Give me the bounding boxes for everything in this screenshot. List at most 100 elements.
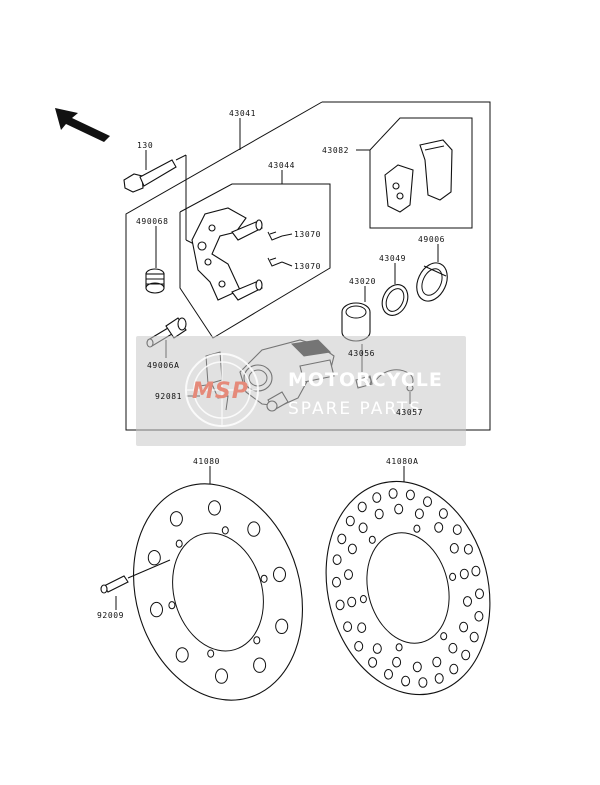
disc-drill-hole [459,621,469,633]
disc-drill-hole [452,524,462,536]
label-43044: 43044 [268,161,295,170]
caliper-bracket-box [179,170,331,339]
disc-bolt-hole [440,632,448,641]
disc-drill-hole [459,568,469,580]
disc-drill-hole [461,649,471,661]
watermark-logo [185,353,259,427]
disc-drill-hole [471,565,481,577]
disc-slot [169,511,183,527]
label-49006A: 49006A [147,361,180,370]
disc-drill-hole [434,673,444,684]
label-13070-lower: 13070 [294,262,321,271]
label-92009: 92009 [97,611,124,620]
watermark-brand-right: SPARE PARTS [288,399,422,419]
disc-drill-hole [343,621,353,633]
disc-drill-hole [357,501,367,513]
disc-slot [175,647,189,663]
disc-slot [275,618,289,634]
disc-bolt-hole [207,649,215,658]
label-41080A: 41080A [386,457,419,466]
disc-drill-hole [434,522,444,533]
disc-drill-hole [374,508,384,520]
disc-slot [147,550,161,566]
disc-drill-hole [469,631,479,643]
disc-bolt-hole [449,572,457,582]
disc-drill-hole [418,677,428,688]
label-43049: 43049 [379,254,406,263]
disc-slot [253,657,267,673]
disc-drill-hole [392,656,402,668]
bolt-130 [123,150,197,246]
disc-bolt-hole [253,636,261,645]
disc-bolt-hole [395,643,403,652]
screw-92009 [100,559,171,610]
disc-drill-hole [448,642,458,654]
caliper-bracket [191,207,293,301]
label-490068: 490068 [136,217,169,226]
disc-drill-hole [438,508,448,519]
label-41080: 41080 [193,457,220,466]
disc-drill-hole [463,596,472,607]
piston-43020 [341,286,371,342]
disc-slot [247,521,261,537]
watermark-logo-text: MSP [192,379,249,404]
disc-drill-hole [401,675,411,687]
brake-disc-41080 [132,466,304,701]
disc-drill-hole [414,508,424,520]
disc-drill-hole [412,661,422,673]
disc-drill-hole [432,656,442,668]
seal-43049 [381,263,409,316]
disc-drill-hole [332,554,342,566]
disc-slot [150,601,163,618]
disc-slot [215,668,228,684]
disc-drill-hole [344,569,353,580]
disc-drill-hole [394,503,404,515]
label-43057: 43057 [396,408,423,417]
label-43041: 43041 [229,109,256,118]
disc-bolt-hole [260,574,268,583]
front-direction-arrow-icon [55,108,110,142]
disc-drill-hole [463,544,473,555]
disc-drill-hole [347,543,357,555]
disc-drill-hole [474,611,484,622]
label-43082: 43082 [322,146,349,155]
disc-drill-hole [335,599,345,611]
disc-drill-hole [368,657,378,668]
disc-drill-hole [347,596,357,608]
label-92081: 92081 [155,392,182,401]
brake-pad-box [356,117,473,229]
brake-disc-41080A [325,466,491,696]
disc-drill-hole [423,496,432,508]
disc-drill-hole [337,533,347,545]
disc-drill-hole [372,492,382,503]
disc-drill-hole [354,641,364,652]
disc-drill-hole [332,576,341,588]
disc-drill-hole [405,489,415,501]
disc-slot [273,566,286,583]
watermark: MSP MOTORCYCLE SPARE PARTS [136,336,466,446]
disc-bolt-hole [168,601,176,610]
disc-drill-hole [475,588,484,600]
label-43056: 43056 [348,349,375,358]
label-49006: 49006 [418,235,445,244]
watermark-brand-left: MOTORCYCLE [288,369,443,391]
disc-bolt-hole [359,595,367,604]
disc-bolt-hole [368,535,376,544]
disc-drill-hole [449,543,459,554]
disc-drill-hole [449,663,459,675]
label-13070-upper: 13070 [294,230,321,239]
disc-bolt-hole [175,539,183,548]
disc-drill-hole [384,669,393,680]
disc-bolt-hole [221,526,229,535]
disc-bolt-hole [413,524,421,533]
dust-boot-490068 [145,226,165,294]
disc-slot [208,500,221,516]
disc-drill-hole [372,643,382,654]
seal-49006 [416,244,448,302]
label-43020: 43020 [349,277,376,286]
part-labels: 130 43041 43044 43082 490068 13070 13070… [97,109,445,620]
disc-drill-hole [357,622,367,634]
label-130: 130 [137,141,153,150]
disc-drill-hole [358,522,368,534]
